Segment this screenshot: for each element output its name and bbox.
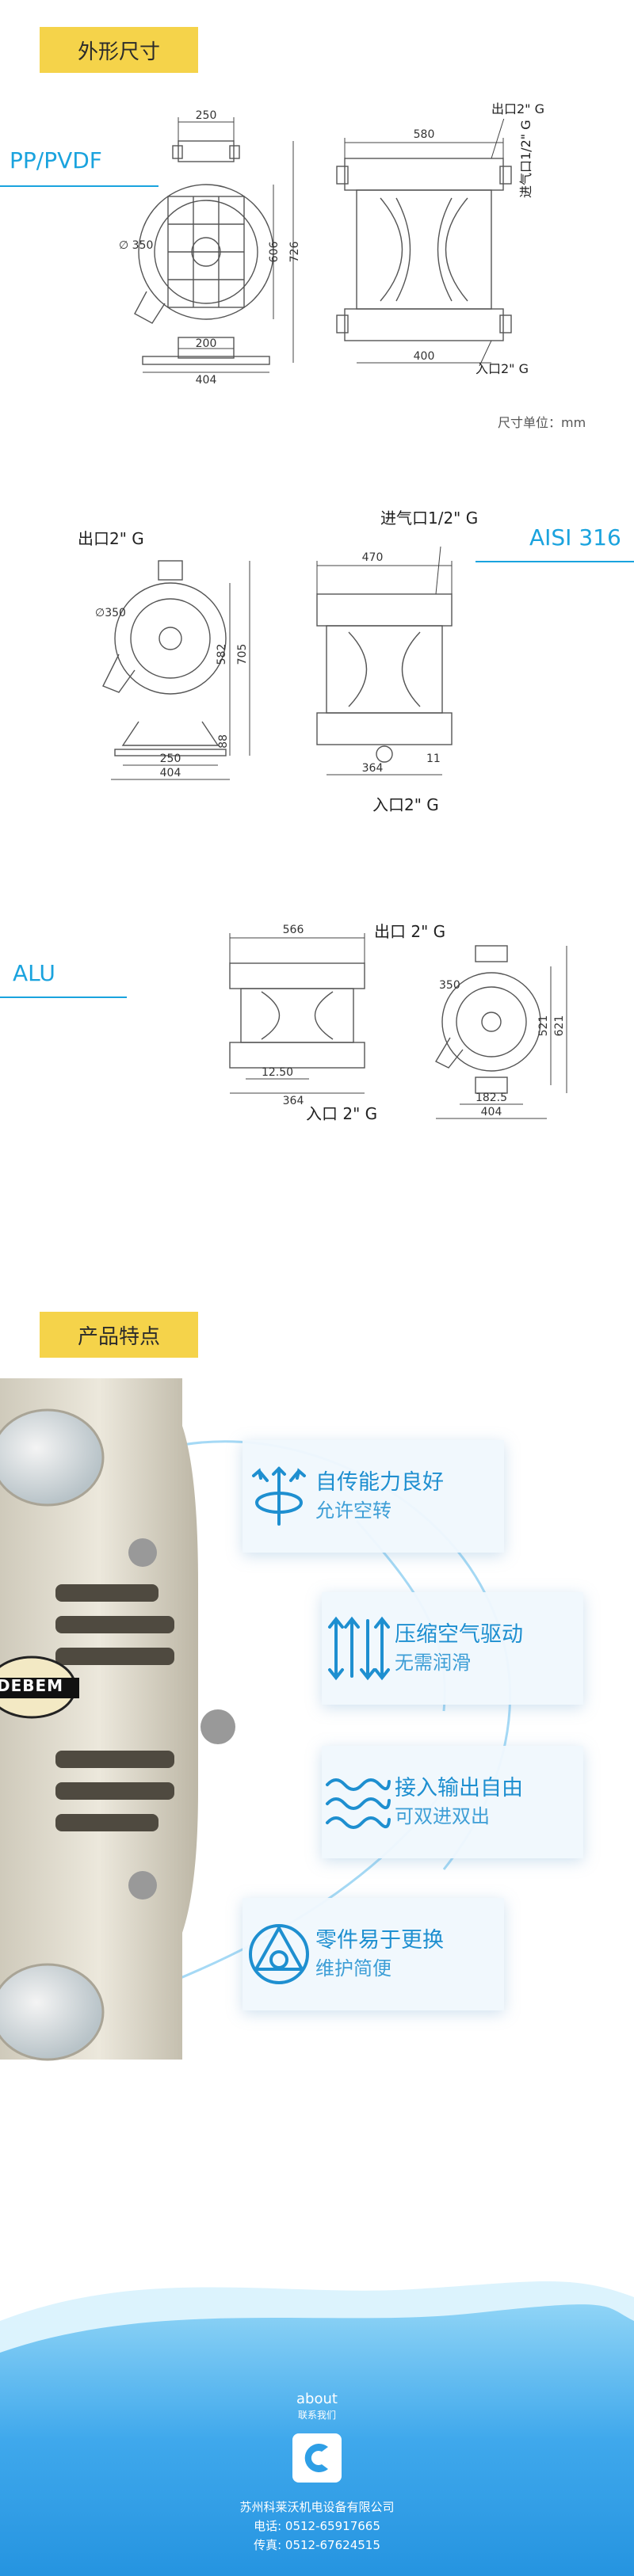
footer-phone: 电话: 0512-65917665 [254,2519,380,2533]
aisi-front-drawing: ∅350 582 705 88 250 404 [95,560,250,780]
feature-title: 零件易于更换 [315,1928,444,1953]
pump-illustration [0,1378,512,2061]
footer-contact: 联系我们 [297,2410,336,2421]
material-rule-aisi [476,561,634,562]
feature-title: 压缩空气驱动 [395,1622,523,1647]
aisi-dim-h2: 705 [236,644,249,665]
aisi-dim-side-base: 364 [362,762,384,775]
pp-air-label: 进气口1/2" G [518,120,533,198]
feature-sub: 允许空转 [315,1499,391,1522]
pp-outlet-label: 出口2" G [491,101,545,116]
feature-card-self-priming: 自传能力良好 允许空转 [243,1440,504,1553]
aisi-inlet-label: 入口2" G [372,795,439,814]
pp-dim-side: 580 [414,128,435,141]
pp-dim-base: 200 [196,337,217,350]
pp-dim-diam: ∅ 350 [119,239,153,252]
alu-front-drawing: 350 521 621 182.5 404 [435,945,567,1119]
material-label-aisi: AISI 316 [529,524,621,551]
aisi-dim-base: 250 [160,753,181,765]
pp-side-drawing: 580 400 [336,119,512,367]
pp-dim-total: 404 [196,374,217,387]
aisi-dim-small: 11 [426,753,441,765]
aisi-air-label: 进气口1/2" G [380,509,479,528]
alu-side-drawing: 566 12.50 364 [229,924,365,1106]
feature-title: 接入输出自由 [395,1776,523,1801]
aisi-dim-h1: 582 [216,644,228,665]
feature-card-air-drive: 压缩空气驱动 无需润滑 [322,1592,583,1705]
feature-title: 自传能力良好 [315,1470,444,1495]
feature-card-maintenance: 零件易于更换 维护简便 [243,1898,504,2010]
section-title-text: 产品特点 [77,1324,160,1349]
pp-dim-top: 250 [196,109,217,122]
valve-icon [249,1924,309,1984]
feature-sub: 无需润滑 [395,1652,471,1674]
alu-outlet-label: 出口 2" G [374,922,446,941]
material-label-pp: PP/PVDF [10,147,102,173]
alu-dim-small: 12.50 [262,1066,293,1079]
pp-dim-side-base: 400 [414,350,435,363]
aisi-dim-diam: ∅350 [95,607,126,619]
alu-dim-diam: 350 [439,979,460,992]
pp-inlet-label: 入口2" G [476,361,529,376]
feature-card-inout: 接入输出自由 可双进双出 [322,1746,583,1858]
section-title-features: 产品特点 [40,1312,198,1358]
air-drive-icon [328,1616,390,1681]
alu-dim-total: 404 [481,1106,502,1118]
material-rule-alu [0,996,127,998]
pp-dim-h1: 606 [268,242,281,263]
brand-badge: DEBEM [0,1676,64,1695]
footer-fax: 传真: 0512-67624515 [254,2538,380,2552]
alu-dim-h2: 621 [553,1016,566,1037]
company-logo-icon [304,2444,328,2472]
pp-dim-h2: 726 [288,242,301,263]
alu-dim-h1: 521 [537,1016,550,1037]
footer-company: 苏州科莱沃机电设备有限公司 [239,2500,395,2514]
feature-sub: 维护简便 [315,1957,391,1980]
feature-sub: 可双进双出 [395,1805,490,1827]
aisi-side-drawing: 470 364 11 [316,547,453,775]
unit-note: 尺寸单位：mm [498,415,586,430]
footer-about: about [296,2391,338,2407]
alu-inlet-label: 入口 2" G [306,1104,378,1123]
wave-icon [326,1778,391,1829]
alu-dim-side-base: 364 [283,1095,304,1106]
aisi-outlet-label: 出口2" G [78,529,144,548]
alu-dim-base: 182.5 [476,1092,507,1104]
section-title-text: 外形尺寸 [77,40,160,64]
self-priming-icon [252,1466,306,1526]
aisi-dim-h3: 88 [217,734,230,749]
aisi-dim-side: 470 [362,551,384,564]
pp-front-drawing: 250 ∅ 350 606 726 200 404 [119,109,301,387]
material-label-alu: ALU [13,960,55,986]
company-logo [292,2433,342,2483]
alu-dim-side: 566 [283,924,304,936]
material-rule-pp [0,185,158,187]
section-title-dimensions: 外形尺寸 [40,27,198,73]
aisi-dim-total: 404 [160,767,181,779]
